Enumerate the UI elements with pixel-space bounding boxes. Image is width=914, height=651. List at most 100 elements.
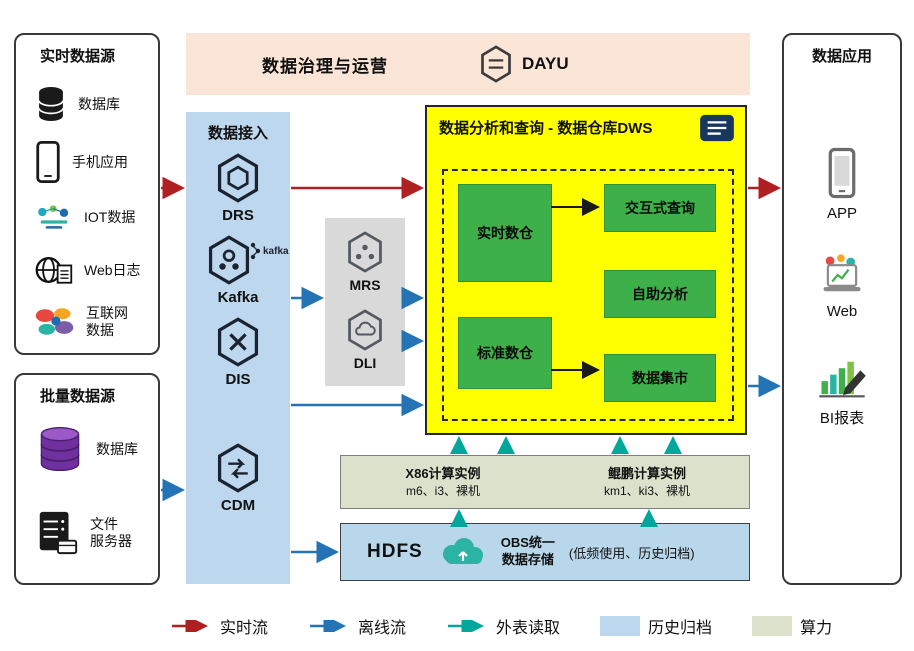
- compute-group-subtitle: km1、ki3、裸机: [603, 483, 690, 498]
- legend-label: 外表读取: [496, 620, 561, 637]
- green-box-label: 数据集市: [632, 370, 688, 386]
- list-item-database: 数据库: [34, 79, 158, 129]
- green-box-label: 交互式查询: [625, 200, 695, 216]
- legend-item-external-read: 外表读取: [446, 614, 560, 638]
- ingestion-title: 数据接入: [207, 125, 268, 142]
- legend-item-archive: 历史归档: [600, 614, 712, 638]
- list-item-label: 数据库: [78, 95, 120, 112]
- compute-group-title: 鲲鹏计算实例: [607, 466, 686, 482]
- service-label: Kafka: [217, 289, 259, 306]
- list-item-label: 文件服务器: [90, 516, 132, 549]
- bi-report-icon: [819, 361, 866, 398]
- app-item-web: Web: [784, 253, 900, 320]
- legend-label: 离线流: [358, 620, 407, 637]
- service-dis: DIS: [186, 316, 290, 388]
- service-label: DLI: [353, 355, 377, 371]
- list-item-database: 数据库: [34, 417, 158, 481]
- web-log-icon: [35, 257, 73, 284]
- green-box-label: 标准数仓: [477, 345, 533, 361]
- dws-inner-dashed-border: [442, 169, 734, 421]
- iot-icon: [38, 205, 69, 229]
- service-label: DIS: [225, 371, 251, 388]
- dws-panel: 数据分析和查询 - 数据仓库DWS 实时数仓 标准数仓 交互式查询 自助分析 数…: [425, 105, 747, 435]
- dayu-hexagon-icon: [481, 45, 511, 83]
- service-cdm: CDM: [186, 442, 290, 514]
- x86-compute-group: X86计算实例 m6、i3、裸机: [341, 456, 545, 508]
- phone-icon: [36, 141, 60, 183]
- batch-sources-title: 批量数据源: [40, 388, 116, 405]
- app-item-label: APP: [826, 205, 857, 222]
- service-drs: DRS: [186, 152, 290, 224]
- legend-label: 实时流: [220, 620, 269, 637]
- list-item-iot: IOT数据: [34, 195, 158, 239]
- service-label: MRS: [349, 277, 381, 293]
- legend-label: 历史归档: [648, 620, 713, 637]
- green-box-label: 实时数仓: [477, 225, 533, 241]
- compute-instances-box: X86计算实例 m6、i3、裸机 鲲鹏计算实例 km1、ki3、裸机: [340, 455, 750, 509]
- realtime-sources-title: 实时数据源: [40, 48, 116, 65]
- service-label: CDM: [220, 497, 256, 514]
- dayu-logo: DAYU: [478, 44, 569, 84]
- storage-note: (低频使用、历史归档): [568, 545, 695, 561]
- dws-document-icon: [700, 114, 734, 142]
- list-item-label: IOT数据: [84, 208, 136, 225]
- drs-icon: [217, 153, 259, 203]
- list-item-label: 互联网数据: [86, 305, 128, 338]
- list-item-label: 数据库: [96, 440, 138, 457]
- list-item-file-server: 文件服务器: [34, 499, 158, 567]
- dayu-logo-text: DAYU: [522, 54, 569, 73]
- internet-data-icon: [35, 308, 74, 335]
- teal-arrow-icon: [448, 620, 485, 632]
- mrs-icon: [348, 231, 382, 273]
- governance-title: 数据治理与运营: [262, 56, 388, 76]
- legend: 实时流 离线流 外表读取 历史归档 算力: [170, 614, 832, 638]
- kunpeng-compute-group: 鲲鹏计算实例 km1、ki3、裸机: [545, 456, 749, 508]
- compute-swatch: [752, 616, 793, 636]
- service-mrs: MRS: [325, 230, 405, 293]
- list-item-internet-data: 互联网数据: [34, 297, 158, 347]
- app-item-label: BI报表: [819, 410, 865, 427]
- legend-label: 算力: [800, 620, 833, 637]
- red-arrow-icon: [172, 620, 208, 632]
- kafka-logo-icon: [250, 242, 260, 260]
- self-service-analysis-box: 自助分析: [604, 270, 716, 318]
- list-item-mobile-app: 手机应用: [34, 137, 158, 187]
- applications-title: 数据应用: [811, 48, 872, 65]
- applications-panel: 数据应用 APP Web: [782, 33, 902, 585]
- interactive-query-box: 交互式查询: [604, 184, 716, 232]
- processing-box: MRS DLI: [325, 218, 405, 386]
- cdm-icon: [217, 443, 259, 493]
- database-purple-icon: [40, 426, 80, 472]
- hdfs-label: HDFS: [367, 541, 423, 562]
- app-item-app: APP: [784, 147, 900, 222]
- kafka-logo-badge: kafka: [250, 242, 289, 260]
- list-item-label: Web日志: [84, 261, 141, 278]
- dws-title: 数据分析和查询 - 数据仓库DWS: [439, 120, 653, 137]
- database-icon: [38, 87, 64, 121]
- dis-icon: [217, 317, 259, 367]
- obs-cloud-icon: [442, 538, 483, 564]
- list-item-label: 手机应用: [72, 153, 128, 170]
- app-item-bi: BI报表: [784, 357, 900, 428]
- list-item-weblog: Web日志: [34, 247, 158, 293]
- file-server-icon: [39, 511, 78, 555]
- realtime-warehouse-box: 实时数仓: [458, 184, 552, 282]
- batch-sources-panel: 批量数据源 数据库 文件服务器: [14, 373, 160, 585]
- blue-arrow-icon: [310, 620, 347, 632]
- service-label: DRS: [222, 207, 254, 224]
- dli-icon: [348, 309, 382, 351]
- kafka-logo-text: kafka: [263, 245, 289, 257]
- compute-group-title: X86计算实例: [405, 466, 481, 482]
- data-mart-box: 数据集市: [604, 354, 716, 402]
- app-item-label: Web: [826, 303, 858, 320]
- legend-item-compute: 算力: [752, 614, 832, 638]
- service-kafka: Kafka: [186, 234, 290, 306]
- green-box-label: 自助分析: [632, 286, 688, 302]
- archive-swatch: [600, 616, 641, 636]
- realtime-sources-panel: 实时数据源 数据库 手机应用: [14, 33, 160, 355]
- kafka-icon: [208, 235, 250, 285]
- storage-box: HDFS OBS统一数据存储 (低频使用、历史归档): [340, 523, 750, 581]
- legend-item-offline-flow: 离线流: [308, 614, 406, 638]
- obs-storage-label: OBS统一数据存储: [500, 535, 555, 567]
